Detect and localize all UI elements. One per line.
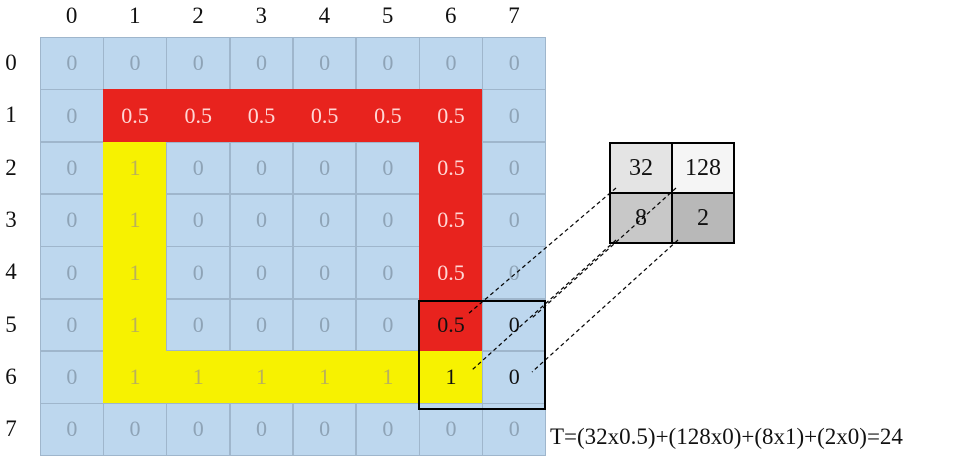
- grid-cell: 0: [356, 403, 420, 456]
- grid-cell: 1: [103, 193, 167, 247]
- grid-cell: 0: [103, 403, 167, 456]
- grid-cell: 0: [166, 37, 231, 90]
- grid-cell: 0: [419, 37, 483, 90]
- row-label: 2: [5, 154, 17, 180]
- connector-line: [531, 187, 677, 319]
- grid-cell: 0: [166, 193, 231, 247]
- row-label: 0: [5, 50, 17, 76]
- connector-line: [471, 239, 617, 371]
- sliding-window-highlight: [418, 300, 546, 410]
- grid-cell: 0: [482, 403, 547, 456]
- grid-cell: 0: [40, 403, 104, 456]
- grid-cell: 0: [356, 246, 420, 299]
- row-label: 1: [5, 102, 17, 128]
- row-label: 3: [5, 207, 17, 233]
- grid-cell: 0: [482, 37, 547, 90]
- grid-cell: 0: [292, 298, 357, 352]
- kernel-cell: 2: [671, 192, 735, 244]
- grid-cell: 0.5: [356, 89, 420, 143]
- grid-cell: 0: [40, 141, 104, 195]
- grid-cell: 0: [482, 89, 547, 143]
- grid-cell: 0.5: [419, 246, 483, 299]
- grid-cell: 0.5: [419, 193, 483, 247]
- formula-text: T=(32x0.5)+(128x0)+(8x1)+(2x0)=24: [550, 424, 903, 449]
- grid-cell: 0: [40, 89, 104, 143]
- grid-cell: 0: [40, 246, 104, 299]
- grid-cell: 1: [103, 246, 167, 299]
- grid-cell: 0: [229, 403, 294, 456]
- grid-cell: 0: [292, 37, 357, 90]
- connector-line: [531, 239, 679, 373]
- grid-cell: 0: [40, 193, 104, 247]
- row-label: 5: [5, 311, 17, 337]
- grid-cell: 0: [292, 403, 357, 456]
- grid-cell: 1: [292, 350, 357, 404]
- grid-cell: 0: [229, 141, 294, 195]
- grid-cell: 0: [229, 298, 294, 352]
- grid-cell: 0: [482, 246, 547, 299]
- column-label: 6: [445, 3, 457, 28]
- column-label: 1: [129, 3, 141, 28]
- grid-cell: 0: [292, 246, 357, 299]
- grid-cell: 0: [356, 37, 420, 90]
- grid-cell: 1: [229, 350, 294, 404]
- grid-cell: 0: [419, 403, 483, 456]
- grid-cell: 0: [40, 37, 104, 90]
- column-label: 7: [508, 3, 520, 28]
- column-label: 2: [192, 3, 204, 28]
- kernel-cell: 8: [609, 192, 673, 244]
- grid-cell: 0: [166, 141, 231, 195]
- grid-cell: 1: [356, 350, 420, 404]
- grid-cell: 0: [229, 193, 294, 247]
- grid-cell: 0: [229, 246, 294, 299]
- grid-cell: 0: [356, 298, 420, 352]
- grid-cell: 0: [482, 350, 547, 404]
- grid-cell: 0.5: [419, 141, 483, 195]
- grid-cell: 0: [166, 403, 231, 456]
- grid-cell: 0: [166, 298, 231, 352]
- connector-line: [467, 187, 617, 315]
- grid-cell: 0.5: [419, 89, 483, 143]
- grid-cell: 0.5: [292, 89, 357, 143]
- column-label: 0: [65, 3, 78, 28]
- row-label: 4: [5, 259, 17, 285]
- grid-cell: 0.5: [166, 89, 231, 143]
- column-label: 5: [381, 3, 394, 28]
- column-label: 3: [255, 3, 267, 28]
- column-label: 4: [318, 3, 331, 28]
- row-label: 7: [5, 416, 17, 442]
- grid-cell: 0: [482, 141, 547, 195]
- grid-cell: 0.5: [103, 89, 167, 143]
- row-label: 6: [5, 363, 17, 389]
- grid-cell: 0.5: [229, 89, 294, 143]
- grid-cell: 0: [482, 298, 547, 352]
- grid-cell: 0: [166, 246, 231, 299]
